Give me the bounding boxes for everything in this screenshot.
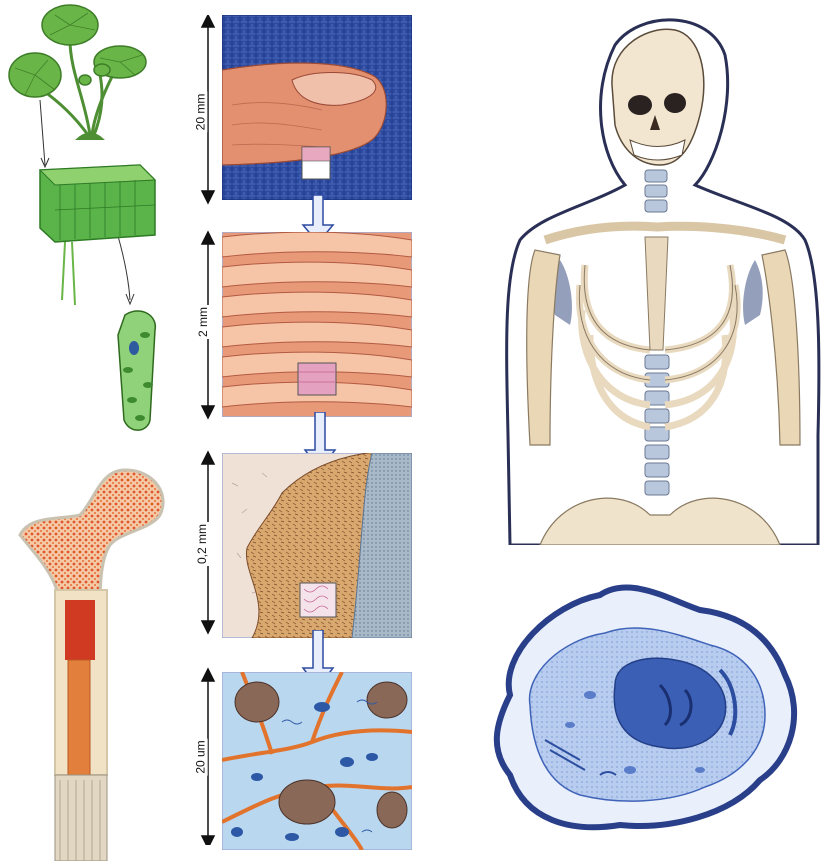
panel-cells bbox=[222, 672, 412, 850]
scale-label-20mm: 20 mm bbox=[193, 92, 207, 133]
scale-label-20um: 20 um bbox=[194, 738, 208, 775]
plant-illustration bbox=[0, 0, 170, 440]
femur-illustration bbox=[0, 460, 175, 861]
panel-tissue bbox=[222, 453, 412, 638]
cell-illustration bbox=[470, 575, 815, 850]
skeleton-illustration bbox=[500, 15, 823, 545]
panel-skin-ridges bbox=[222, 232, 412, 417]
panel-finger bbox=[222, 15, 412, 200]
scale-label-0-2mm: 0,2 mm bbox=[195, 522, 209, 566]
scale-label-2mm: 2 mm bbox=[196, 305, 210, 339]
